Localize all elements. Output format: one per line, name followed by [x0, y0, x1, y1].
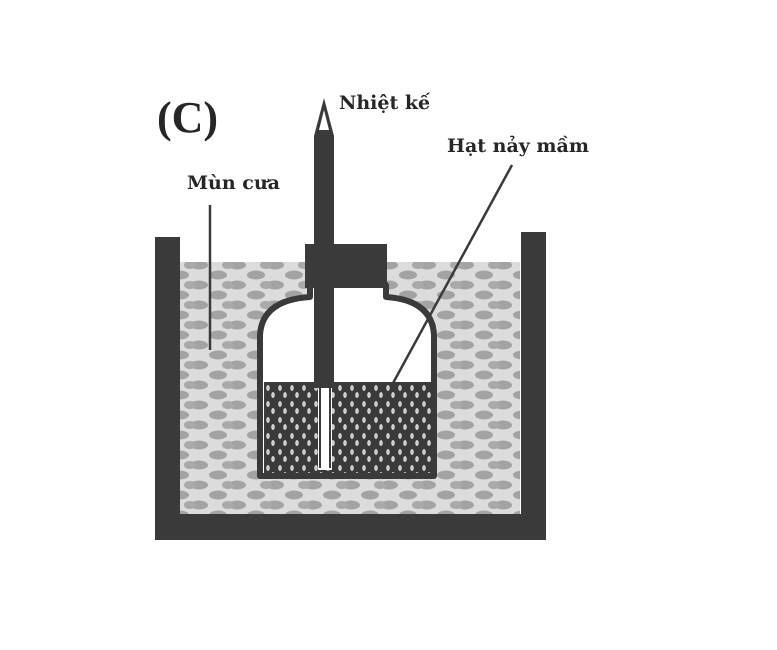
thermometer-label: Nhiệt kế	[339, 92, 431, 114]
sawdust-label: Mùn cưa	[187, 172, 280, 194]
panel-label: (C)	[157, 93, 219, 142]
thermometer	[314, 98, 334, 388]
seed-leader	[390, 164, 514, 386]
seed-layer	[264, 382, 431, 473]
germinating-seeds-label: Hạt nảy mầm	[447, 135, 589, 157]
